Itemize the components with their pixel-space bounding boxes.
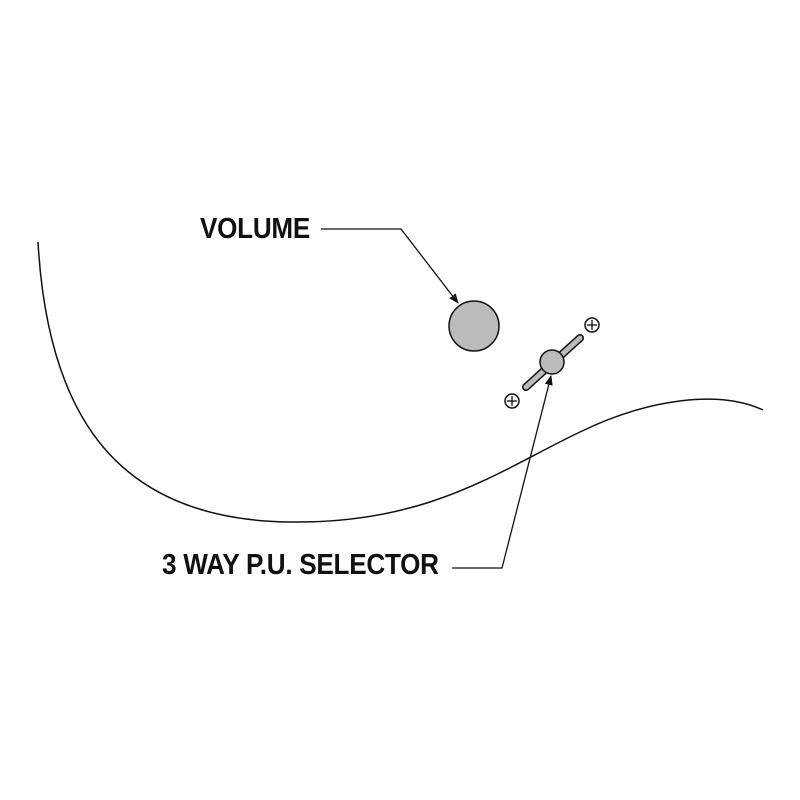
body-outline [37,241,764,523]
screw-icon [584,317,600,333]
selector-switch-tip [539,349,565,375]
volume-knob [448,300,500,352]
volume-label: VOLUME [200,213,311,245]
volume-leader-line [321,228,459,304]
screw-icon [504,393,520,409]
selector-leader-line [452,375,553,569]
selector-label: 3 WAY P.U. SELECTOR [162,549,439,581]
